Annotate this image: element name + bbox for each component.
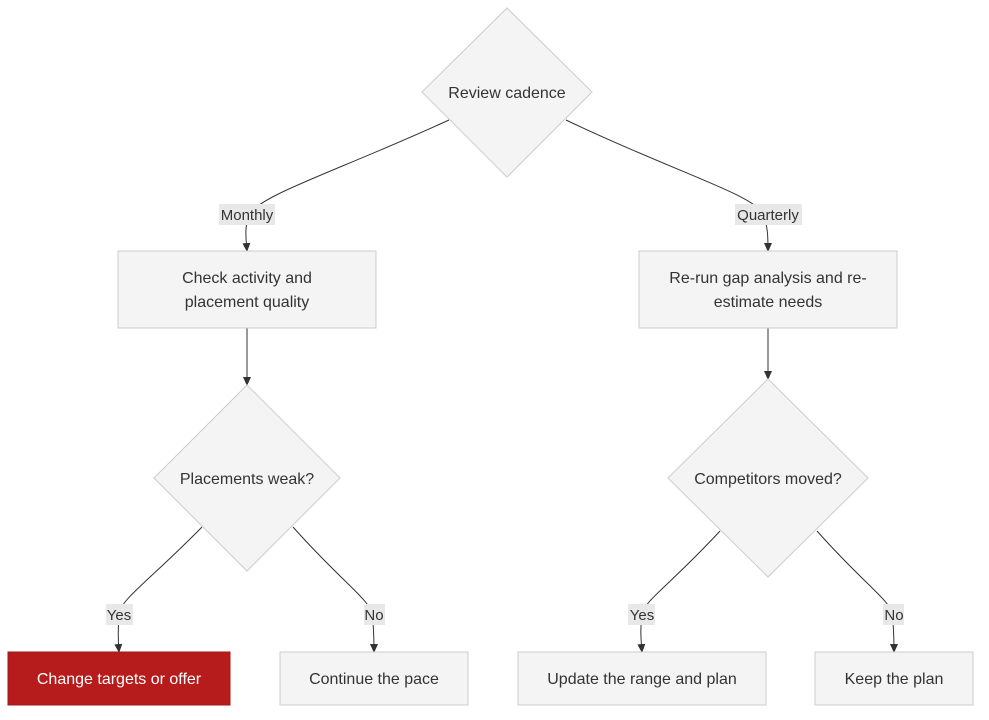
node-update-range: Update the range and plan [517, 651, 767, 706]
edge-competitors-no [816, 530, 898, 653]
node-keep-plan: Keep the plan [814, 651, 974, 706]
edge-label-weak-no: No [364, 604, 385, 625]
edge-review-to-rerun [565, 119, 772, 252]
node-keep-plan-label: Keep the plan [845, 671, 944, 688]
edge-label-competitors-yes-text: Yes [630, 607, 654, 624]
node-competitors-moved: Competitors moved? [667, 378, 869, 578]
node-check-activity-line1: Check activity and [182, 270, 312, 287]
edge-label-quarterly-text: Quarterly [737, 207, 799, 224]
node-update-range-label: Update the range and plan [547, 671, 736, 688]
edge-label-competitors-yes: Yes [628, 604, 655, 625]
edge-competitors-yes [637, 530, 721, 653]
edge-weak-yes [114, 526, 203, 653]
node-continue-pace: Continue the pace [279, 651, 469, 706]
edge-label-weak-no-text: No [364, 607, 383, 624]
node-rerun-gap-line2: estimate needs [714, 294, 823, 311]
node-placements-weak: Placements weak? [153, 384, 341, 572]
node-check-activity: Check activity and placement quality [117, 250, 377, 329]
edge-label-monthly: Monthly [219, 204, 275, 225]
node-review-cadence: Review cadence [421, 7, 593, 178]
node-review-cadence-label: Review cadence [448, 85, 566, 102]
edge-label-monthly-text: Monthly [221, 207, 274, 224]
node-change-targets-label: Change targets or offer [37, 671, 202, 688]
node-continue-pace-label: Continue the pace [309, 671, 439, 688]
edge-review-to-check [242, 119, 450, 252]
edge-label-weak-yes: Yes [106, 604, 133, 625]
edge-label-weak-yes-text: Yes [107, 607, 131, 624]
edge-label-competitors-no-text: No [884, 607, 903, 624]
edge-label-quarterly: Quarterly [735, 204, 802, 225]
node-competitors-moved-label: Competitors moved? [694, 471, 842, 488]
node-change-targets: Change targets or offer [7, 651, 231, 706]
node-placements-weak-label: Placements weak? [180, 471, 314, 488]
edge-label-competitors-no: No [883, 604, 904, 625]
node-check-activity-line2: placement quality [185, 294, 310, 311]
node-rerun-gap-line1: Re-run gap analysis and re- [669, 270, 866, 287]
edge-weak-no [292, 526, 378, 653]
node-rerun-gap: Re-run gap analysis and re- estimate nee… [638, 250, 898, 329]
